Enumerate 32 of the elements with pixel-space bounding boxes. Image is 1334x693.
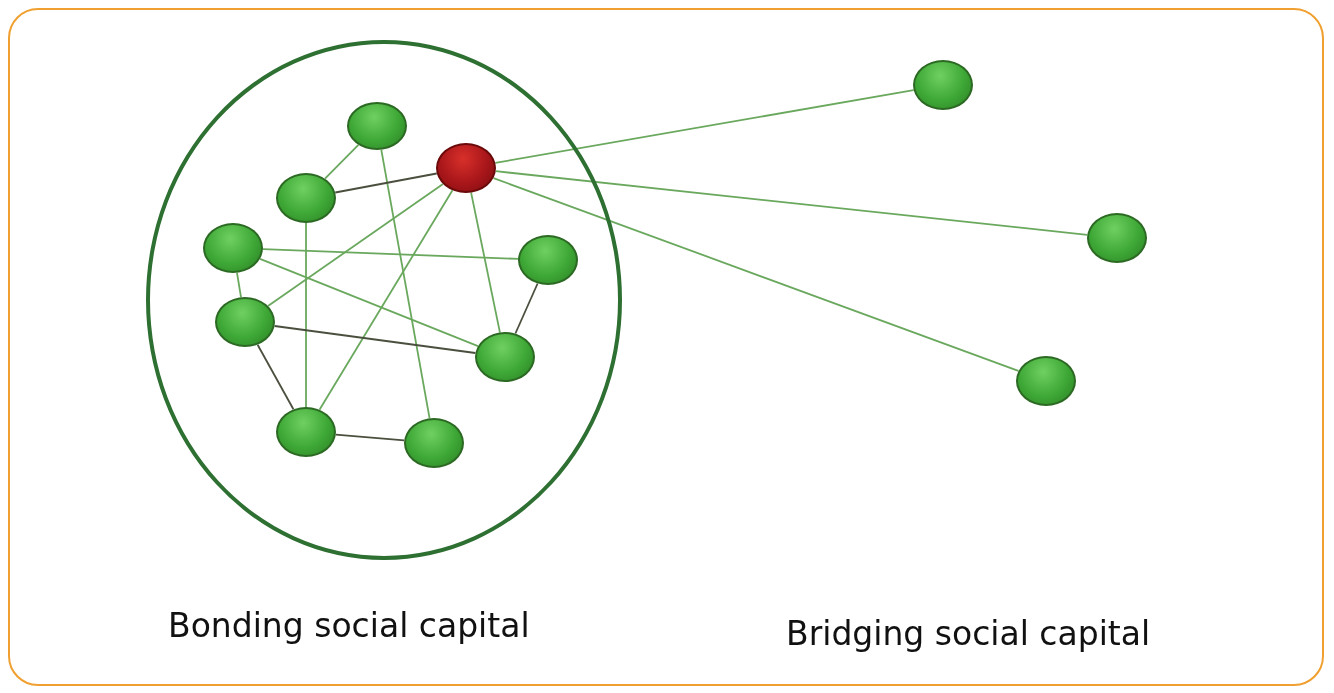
connection-line [334,172,438,194]
connection-line [259,257,479,348]
person-node-circle [475,332,535,382]
connection-line [262,248,519,260]
connection-line [494,170,1089,236]
connection-line [256,343,295,411]
connection-line [318,189,454,411]
connection-line [470,191,501,334]
connection-line [380,148,431,420]
connection-line [305,222,307,408]
person-node-circle [276,173,336,223]
person-node-circle [913,60,973,110]
connection-line [514,282,539,335]
connection-line [236,271,242,299]
person-node-circle [203,223,263,273]
person-node-circle [276,407,336,457]
connection-line [324,143,360,180]
connection-line [334,433,406,442]
person-node-circle [518,235,578,285]
connection-line [273,325,477,354]
caption-label: Bridging social capital [786,614,1151,653]
person-node-circle [1087,213,1147,263]
person-node-circle [347,102,407,150]
person-node-circle [404,418,464,468]
connection-line [492,177,1020,372]
connection-line [267,183,444,307]
person-node-circle [436,143,496,193]
connection-line [494,89,915,164]
caption-label: Bonding social capital [168,606,530,645]
group-ellipse [146,40,622,560]
person-node-circle [215,297,275,347]
person-node-circle [1016,356,1076,406]
